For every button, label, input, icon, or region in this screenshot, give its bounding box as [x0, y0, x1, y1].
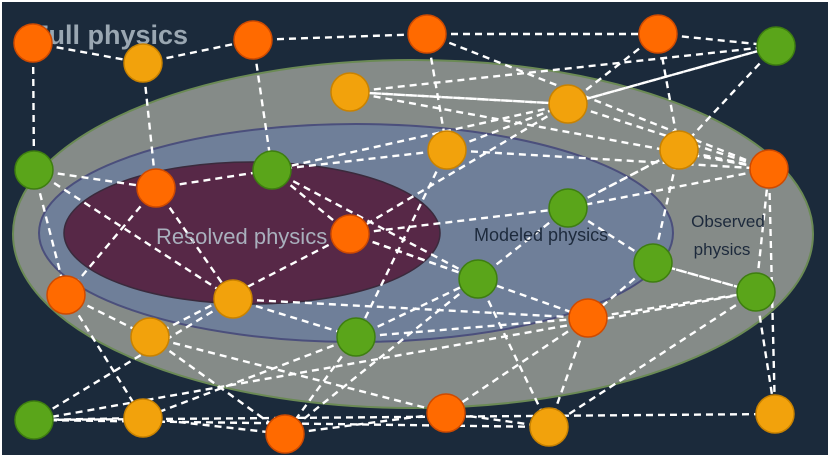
connection-edge: [149, 232, 351, 339]
green-node: [736, 272, 776, 312]
orange-node: [46, 275, 86, 315]
green-node: [756, 26, 796, 66]
diagram-title: Full physics: [32, 20, 188, 50]
green-node: [633, 243, 673, 283]
connection-edge: [149, 335, 447, 415]
connection-edge: [33, 168, 157, 190]
connection-edge: [567, 167, 770, 210]
connection-edge: [476, 278, 551, 428]
connection-edge: [141, 62, 158, 189]
orange-node: [136, 168, 176, 208]
connection-edge: [567, 148, 680, 210]
orange-node: [568, 298, 608, 338]
connection-edge: [548, 290, 757, 429]
connection-edge: [284, 336, 357, 435]
observed-physics-label-line1: Observed: [691, 212, 765, 231]
green-node: [336, 317, 376, 357]
orange-node: [638, 14, 678, 54]
amber-node: [659, 130, 699, 170]
connection-edge: [754, 291, 777, 415]
connection-edge: [446, 102, 569, 152]
connection-edge: [33, 168, 234, 301]
observed-physics-label-line2: physics: [694, 240, 751, 259]
connection-edge: [271, 102, 569, 172]
orange-node: [749, 149, 789, 189]
connection-edge: [349, 90, 569, 106]
connection-edge: [252, 32, 428, 42]
amber-node: [755, 394, 795, 434]
connection-edge: [657, 32, 777, 48]
connection-edge: [754, 168, 771, 293]
orange-node: [13, 23, 53, 63]
connection-edge: [355, 277, 479, 339]
connection-edge: [142, 335, 357, 420]
connection-edge: [445, 317, 589, 414]
amber-node: [529, 407, 569, 447]
connection-edge: [587, 290, 757, 320]
green-node: [14, 150, 54, 190]
orange-node: [407, 14, 447, 54]
connection-edge: [284, 278, 479, 435]
connection-edge: [426, 32, 770, 171]
connection-edge: [271, 168, 479, 281]
connection-edge: [355, 316, 589, 339]
orange-node: [265, 414, 305, 454]
connection-edge: [32, 169, 68, 296]
green-node: [458, 259, 498, 299]
amber-node: [427, 130, 467, 170]
orange-node: [233, 20, 273, 60]
green-node: [252, 150, 292, 190]
amber-node: [130, 317, 170, 357]
connection-edge: [31, 42, 36, 171]
amber-node: [330, 72, 370, 112]
connection-edge: [446, 148, 770, 171]
orange-node: [426, 393, 466, 433]
connection-edge: [271, 148, 448, 172]
orange-node: [330, 214, 370, 254]
connection-edge: [33, 290, 757, 422]
modeled-physics-label: Modeled physics: [474, 225, 608, 245]
green-node: [14, 400, 54, 440]
connection-edge: [64, 294, 145, 419]
connection-edge: [33, 297, 234, 422]
amber-node: [123, 398, 163, 438]
amber-node: [123, 43, 163, 83]
node-layer: [13, 14, 796, 454]
green-node: [548, 188, 588, 228]
connection-edge: [155, 187, 234, 300]
amber-node: [213, 279, 253, 319]
connection-edge: [232, 297, 357, 339]
resolved-physics-label: Resolved physics: [156, 224, 327, 249]
connection-edge: [251, 39, 274, 171]
connection-edge: [349, 206, 569, 236]
amber-node: [548, 84, 588, 124]
